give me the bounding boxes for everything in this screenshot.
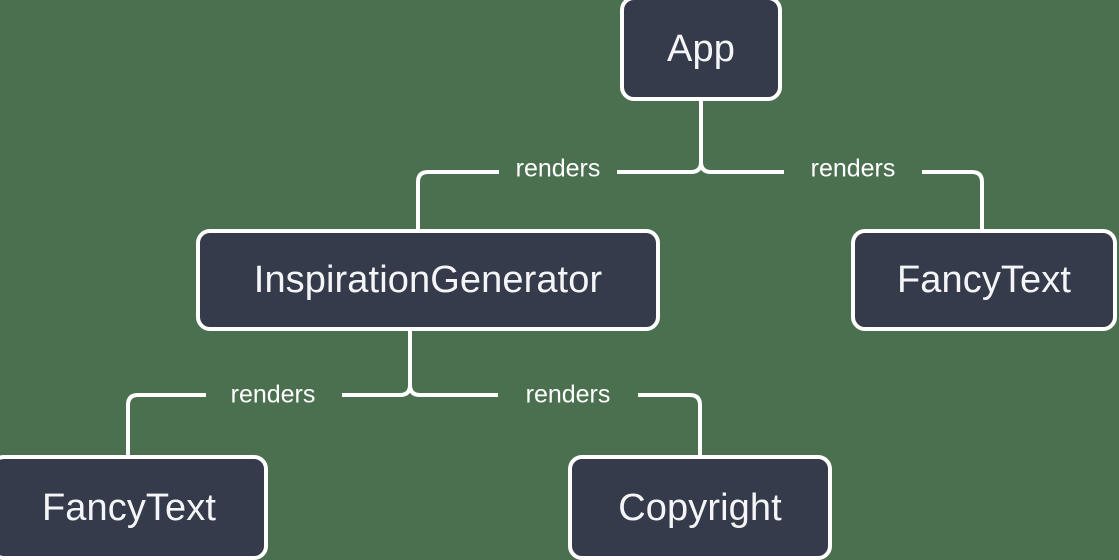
node-fancy-text-right[interactable]: FancyText bbox=[851, 229, 1117, 331]
connector-inspgen-to-fancy-elbow bbox=[126, 393, 139, 455]
connector-app-to-inspgen-elbow bbox=[416, 170, 429, 229]
node-app-label: App bbox=[667, 27, 735, 70]
node-copyright[interactable]: Copyright bbox=[568, 455, 832, 560]
node-inspiration-generator-label: InspirationGenerator bbox=[253, 259, 603, 301]
edge-label-inspiration-generator-to-fancy-text: renders bbox=[230, 380, 316, 409]
edge-label-app-to-fancy-text: renders bbox=[810, 154, 896, 183]
node-copyright-label: Copyright bbox=[618, 486, 782, 529]
connector-inspgen-to-copy-elbow bbox=[689, 393, 702, 455]
edge-label-app-to-inspiration-generator: renders bbox=[515, 154, 601, 183]
node-fancy-text-right-label: FancyText bbox=[896, 259, 1072, 301]
node-inspiration-generator[interactable]: InspirationGenerator bbox=[196, 229, 660, 331]
edge-label-inspiration-generator-to-copyright: renders bbox=[525, 380, 611, 409]
node-fancy-text-bottom-label: FancyText bbox=[41, 486, 217, 529]
connector-inspgen-junction-right bbox=[408, 384, 421, 397]
connector-app-to-fancy-elbow bbox=[971, 170, 984, 229]
node-fancy-text-bottom[interactable]: FancyText bbox=[0, 455, 268, 560]
node-app[interactable]: App bbox=[620, 0, 782, 101]
connector-app-junction-right bbox=[699, 161, 712, 174]
